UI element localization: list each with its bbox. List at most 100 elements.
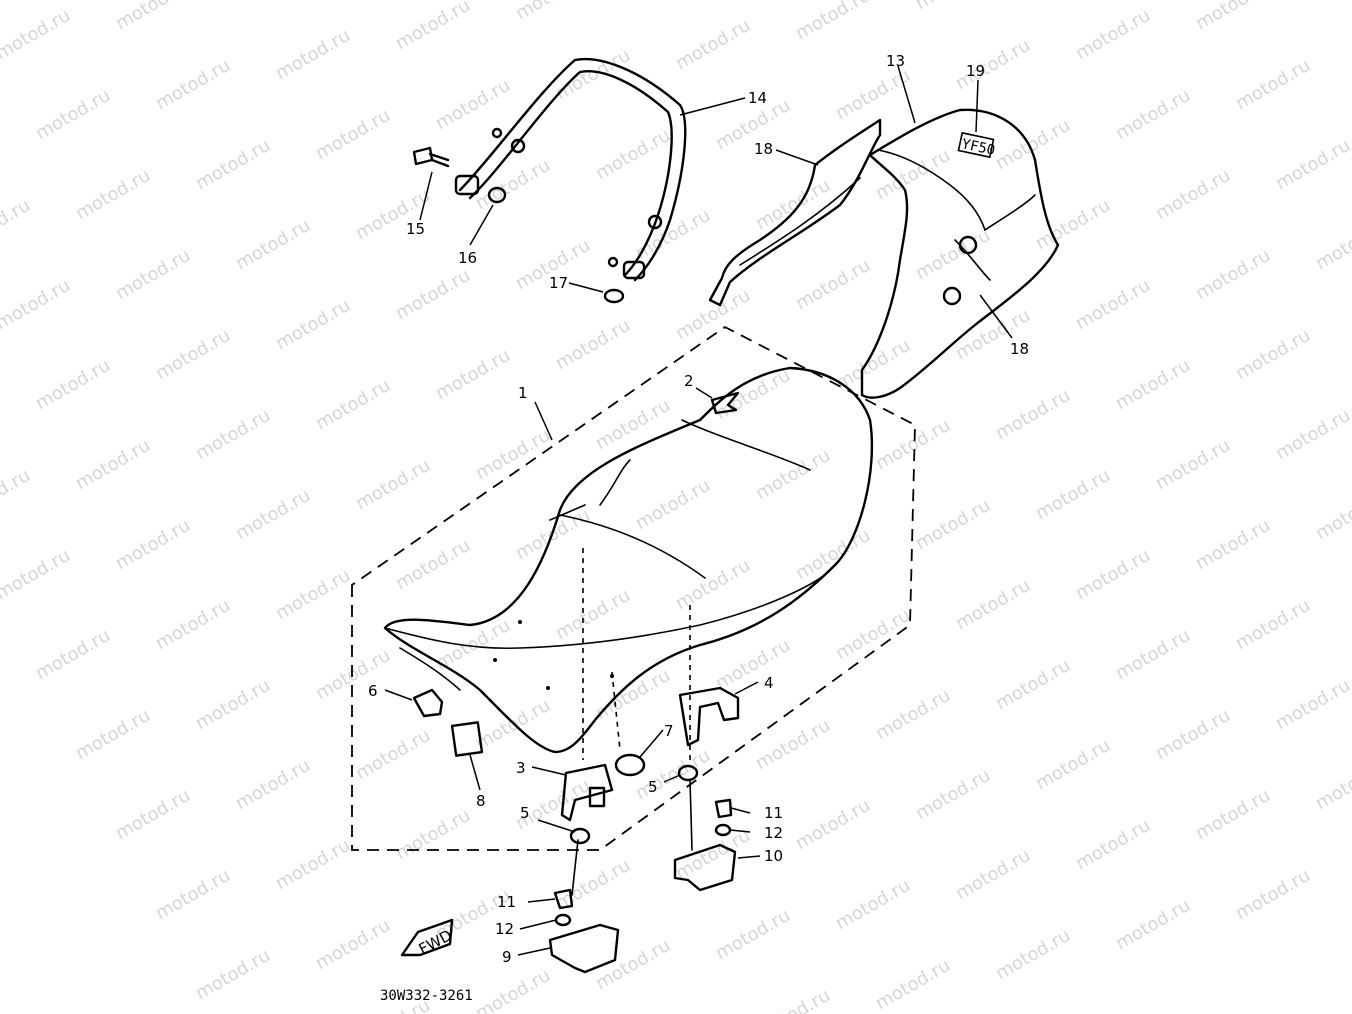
watermark-text: motod.ru [1152,165,1234,224]
watermark-text: motod.ru [0,545,74,604]
decal-text: YF50 [960,136,996,159]
callout-17: 17 [549,274,568,292]
watermark-text: motod.ru [112,785,194,844]
watermark-text: motod.ru [72,435,154,494]
watermark-text: motod.ru [1232,865,1314,924]
cushion-6 [412,688,444,718]
watermark-text: motod.ru [312,645,394,704]
callout-12b: 12 [764,824,783,842]
watermark-text: motod.ru [992,385,1074,444]
watermark-text: motod.ru [712,905,794,964]
watermark-text: motod.ru [472,965,554,1014]
watermark-text: motod.ru [832,65,914,124]
watermark-text: motod.ru [1072,545,1154,604]
callout-11a: 11 [497,893,516,911]
callout-3: 3 [516,759,526,777]
watermark-text: motod.ru [712,365,794,424]
watermark-text: motod.ru [0,275,74,334]
watermark-text: motod.ru [1072,815,1154,874]
watermark-text: motod.ru [272,835,354,894]
callout-15: 15 [406,220,425,238]
callout-18a: 18 [754,140,773,158]
watermark-text: motod.ru [432,345,514,404]
watermark-text: motod.ru [752,985,834,1014]
watermark-text: motod.ru [192,405,274,464]
watermark-text: motod.ru [952,845,1034,904]
callout-18b: 18 [1010,340,1029,358]
watermark-text: motod.ru [192,675,274,734]
watermark-text: motod.ru [992,655,1074,714]
watermark-text: motod.ru [0,195,34,254]
watermark-text: motod.ru [912,495,994,554]
watermark-text: motod.ru [1312,485,1352,544]
watermark-text: motod.ru [632,475,714,534]
diagram-code: 30W332-3261 [380,988,473,1004]
callout-13: 13 [886,52,905,70]
watermark-text: motod.ru [1192,245,1274,304]
watermark-text: motod.ru [152,865,234,924]
watermark-text: motod.ru [1232,325,1314,384]
washer-16 [487,186,507,204]
callout-14: 14 [748,89,767,107]
watermark-text: motod.ru [832,875,914,934]
watermark-text: motod.ru [752,175,834,234]
callout-5a: 5 [520,804,530,822]
watermark-text: motod.ru [912,765,994,824]
bracket-4 [678,686,740,747]
watermark-text: motod.ru [232,485,314,544]
watermark-text: motod.ru [112,0,194,34]
watermark-text: motod.ru [1152,435,1234,494]
watermark-text: motod.ru [1072,275,1154,334]
callout-5b: 5 [648,778,658,796]
watermark-text: motod.ru [232,215,314,274]
watermark-text: motod.ru [1152,705,1234,764]
watermark-text: motod.ru [1272,405,1352,464]
washer-12b [714,823,732,837]
callout-8: 8 [476,792,486,810]
lock-10 [673,843,737,892]
bolt-11a [553,888,574,910]
watermark-text: motod.ru [1272,675,1352,734]
watermark-text: motod.ru [352,725,434,784]
washer-12a [554,913,572,927]
callout-9: 9 [502,948,512,966]
watermark-text: motod.ru [992,115,1074,174]
watermark-text: motod.ru [592,125,674,184]
bolt-15 [412,146,450,168]
watermark-text: motod.ru [32,85,114,144]
decal-19 [957,131,995,159]
watermark-text: motod.ru [152,55,234,114]
watermark-text: motod.ru [472,425,554,484]
watermark-text: motod.ru [632,745,714,804]
bolt-11b [714,798,733,819]
watermark-text: motod.ru [312,105,394,164]
watermark-text: motod.ru [392,805,474,864]
watermark-text: motod.ru [192,945,274,1004]
assembly-outline [351,325,916,851]
watermark-text: motod.ru [272,25,354,84]
watermark-text: motod.ru [392,0,474,54]
callout-12a: 12 [495,920,514,938]
watermark-text: motod.ru [272,565,354,624]
watermark-text: motod.ru [1192,785,1274,844]
watermark-text: motod.ru [112,515,194,574]
watermark-text: motod.ru [272,295,354,354]
watermark-text: motod.ru [1232,55,1314,114]
watermark-text: motod.ru [192,135,274,194]
watermark-text: motod.ru [792,525,874,584]
watermark-text: motod.ru [952,35,1034,94]
watermark-text: motod.ru [1112,895,1194,954]
watermark-text: motod.ru [832,605,914,664]
bracket-3 [560,763,614,822]
watermark-text: motod.ru [1192,0,1274,34]
watermark-text: motod.ru [112,245,194,304]
watermark-text: motod.ru [792,0,874,44]
watermark-text: motod.ru [72,705,154,764]
watermark-text: motod.ru [552,585,634,644]
watermark-text: motod.ru [592,665,674,724]
pad-8 [450,721,484,757]
callout-7: 7 [664,722,674,740]
side-cover [708,118,882,307]
watermark-text: motod.ru [912,225,994,284]
watermark-text: motod.ru [552,855,634,914]
